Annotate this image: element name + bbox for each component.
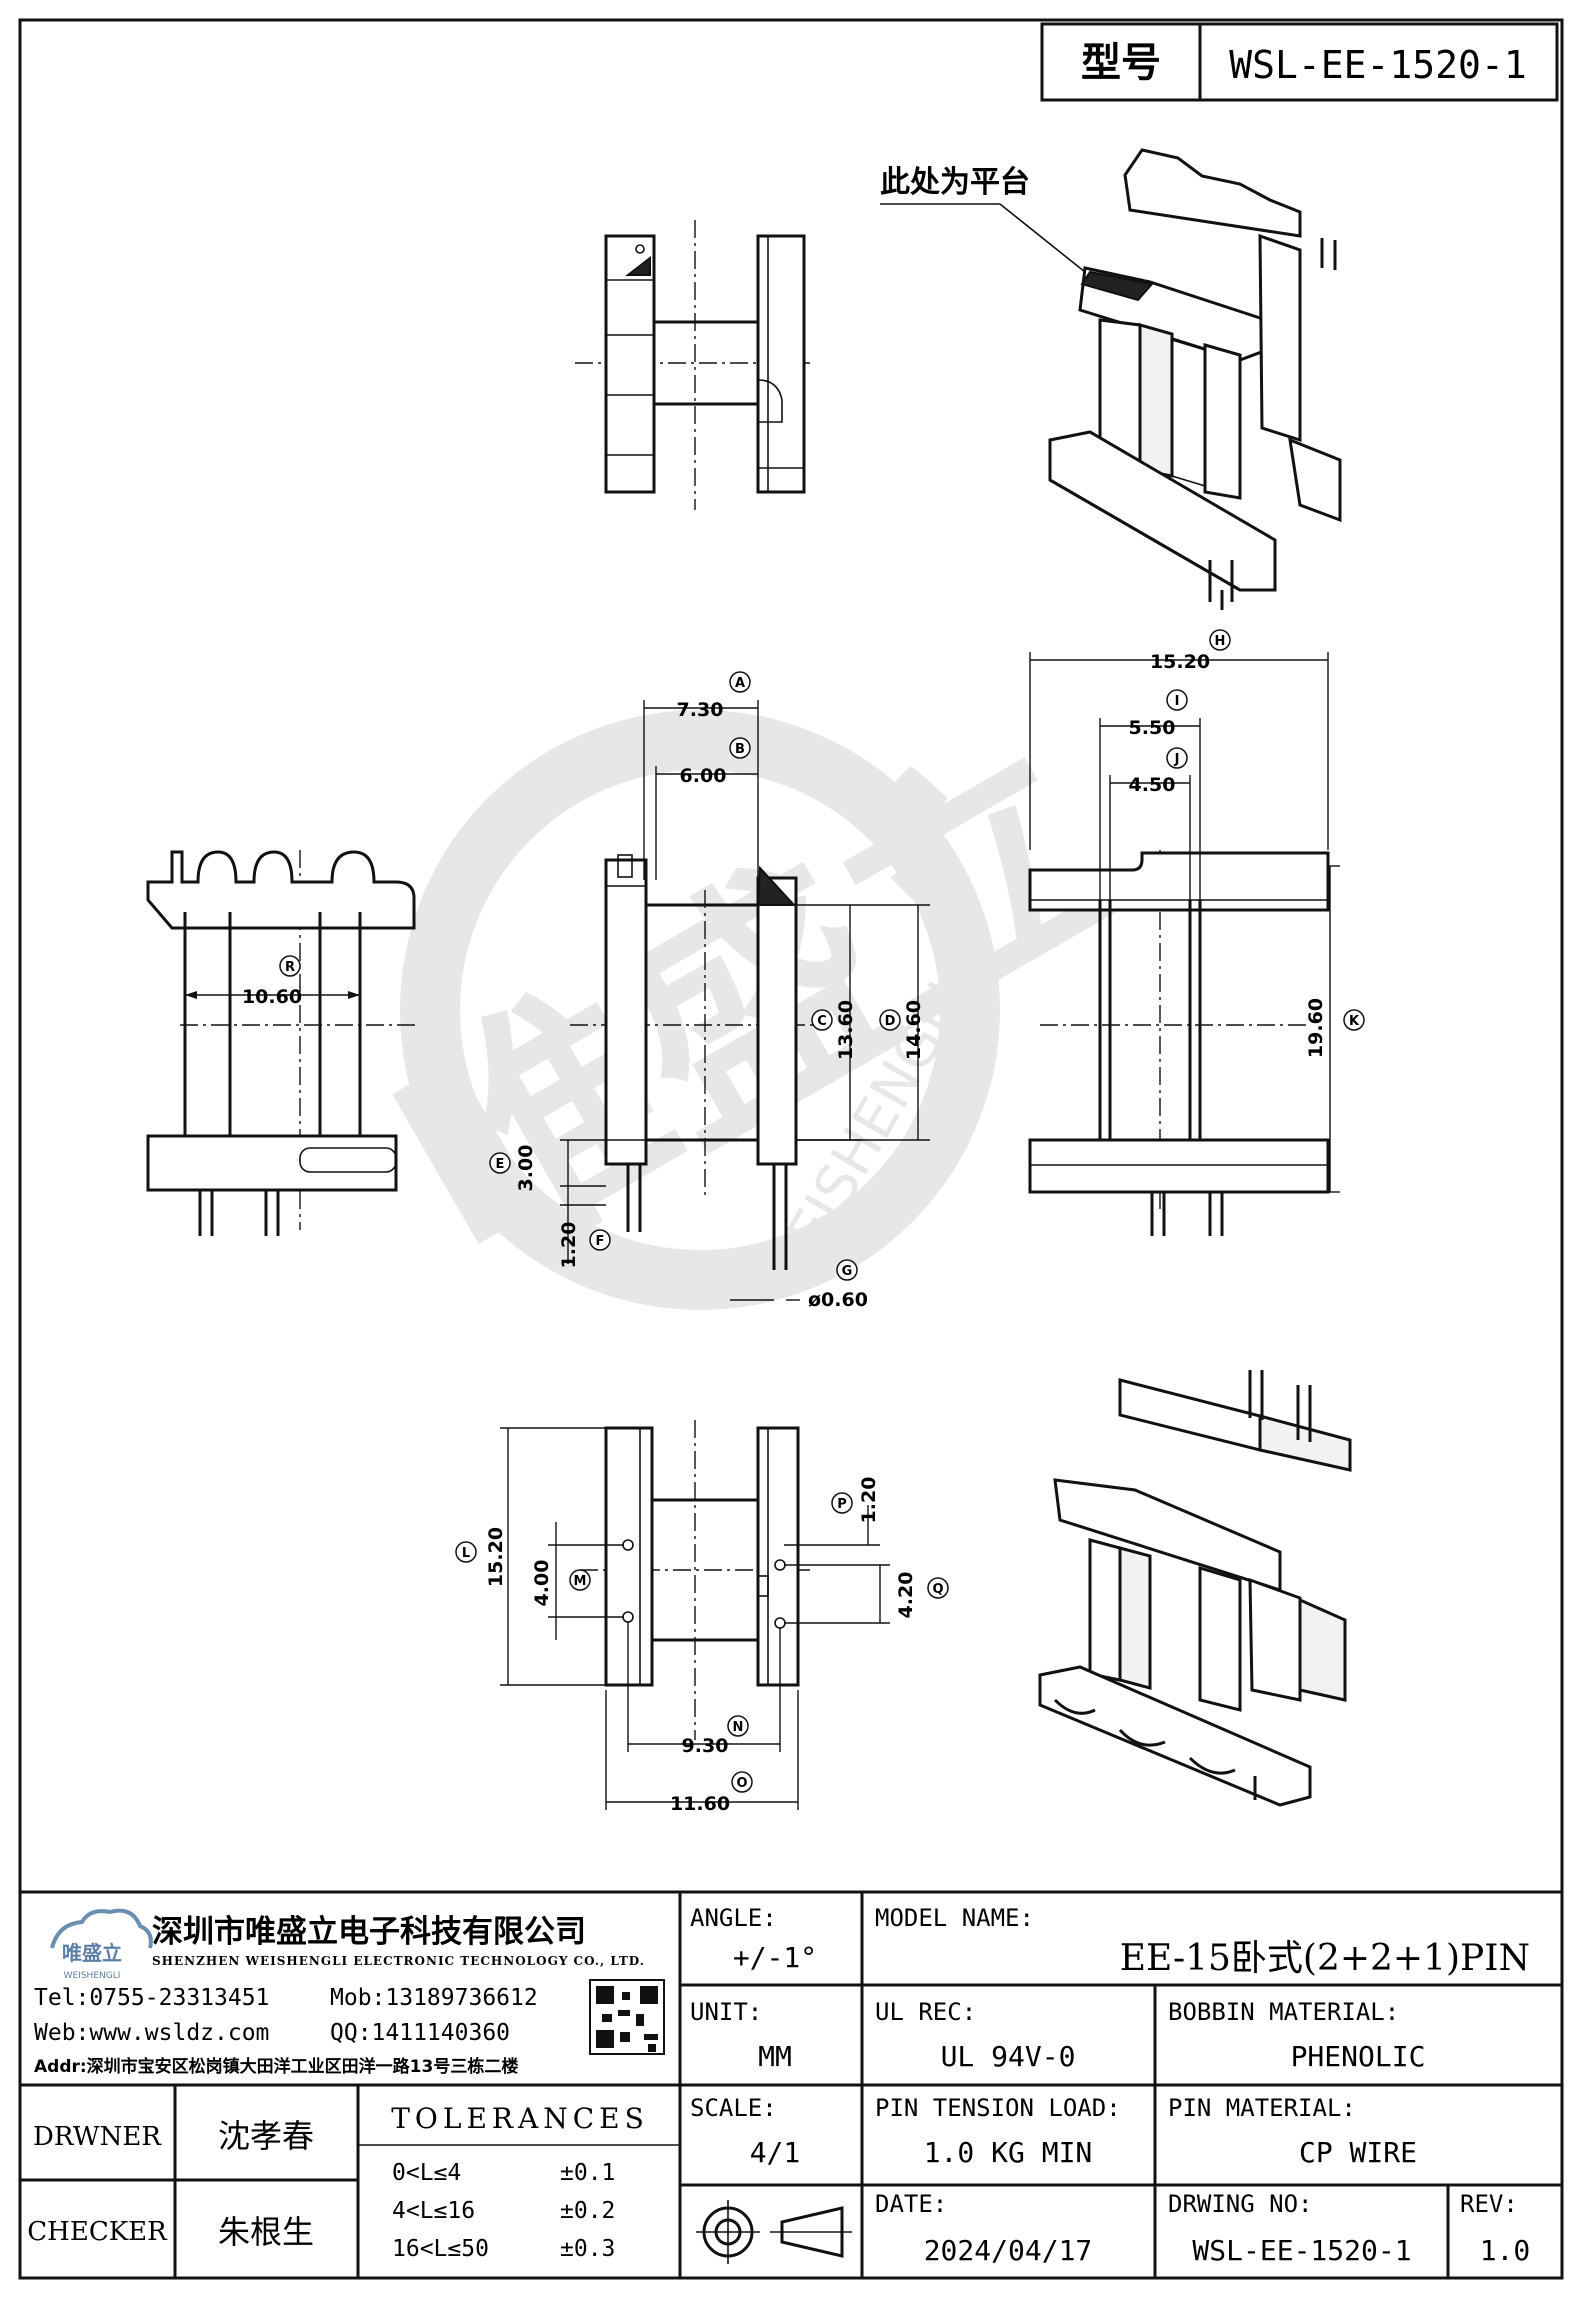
unit-value: MM: [758, 2040, 792, 2073]
model-value: WSL-EE-1520-1: [1229, 43, 1526, 87]
company-name-en: SHENZHEN WEISHENGLI ELECTRONIC TECHNOLOG…: [152, 1954, 645, 1968]
dim-label-m: M: [574, 1574, 587, 1589]
company-address: Addr:深圳市宝安区松岗镇大田洋工业区田洋一路13号三栋二楼: [34, 2056, 518, 2077]
dim-value-h: 15.20: [1150, 651, 1210, 673]
dim-label-f: F: [596, 1234, 605, 1249]
rev-label: REV:: [1460, 2190, 1518, 2218]
dim-value-f: 1.20: [558, 1222, 580, 1269]
dim-value-b: 6.00: [680, 765, 727, 787]
isometric-view-bottom: [1038, 1370, 1352, 1807]
dim-value-a: 7.30: [677, 699, 724, 721]
dim-label-n: N: [733, 1720, 744, 1735]
top-side-view: [575, 220, 810, 510]
model-header: 型号 WSL-EE-1520-1: [1040, 22, 1559, 102]
dim-label-h: H: [1215, 634, 1226, 649]
dim-value-c: 13.60: [835, 1000, 857, 1060]
dim-label-q: Q: [932, 1582, 943, 1597]
company-tel: Tel:0755-23313451: [34, 1985, 269, 2011]
dim-label-d: D: [885, 1014, 896, 1029]
dim-label-p: P: [837, 1497, 847, 1512]
dim-label-l: L: [462, 1546, 470, 1561]
scale-label: SCALE:: [690, 2094, 777, 2122]
tolerances-label: TOLERANCES: [391, 2102, 649, 2135]
pin-tension-value: 1.0 KG MIN: [924, 2136, 1093, 2169]
drawing-no-label: DRWING NO:: [1168, 2190, 1313, 2218]
ul-value: UL 94V-0: [941, 2040, 1076, 2073]
dim-label-c: C: [817, 1014, 827, 1029]
dim-value-q: 4.20: [895, 1572, 917, 1619]
end-view: 15.20 H 5.50 I 4.50 J 19.60 K: [1028, 629, 1365, 1236]
isometric-view-top: [1048, 148, 1342, 610]
dim-label-i: I: [1175, 694, 1180, 709]
drawer-value: 沈孝春: [218, 2117, 314, 2155]
drawing-no-value: WSL-EE-1520-1: [1192, 2234, 1411, 2267]
dim-label-k: K: [1349, 1014, 1360, 1029]
tolerance-value-2: ±0.2: [560, 2198, 615, 2224]
dim-value-g: ø0.60: [808, 1289, 868, 1311]
company-mob: Mob:13189736612: [330, 1985, 538, 2011]
dim-value-d: 14.60: [903, 1000, 925, 1060]
company-web: Web:www.wsldz.com: [34, 2020, 269, 2046]
dim-label-o: O: [736, 1776, 747, 1791]
drawer-label: DRWNER: [33, 2122, 162, 2152]
projection-symbol: [696, 2200, 852, 2264]
company-logo: 唯盛立 WEISHENGLI: [50, 1908, 153, 1981]
model-name-value: EE-15卧式(2+2+1)PIN: [1120, 1938, 1530, 1979]
tolerance-range-3: 16<L≤50: [392, 2236, 489, 2262]
model-name-label: MODEL NAME:: [875, 1904, 1034, 1932]
dim-value-i: 5.50: [1129, 717, 1176, 739]
dim-label-g: G: [842, 1264, 853, 1279]
dim-value-k: 19.60: [1305, 998, 1327, 1058]
dim-value-j: 4.50: [1129, 774, 1176, 796]
bottom-view: 15.20 L 4.00 M 1.20 P 4.20 Q 9.30 N 11.6: [455, 1420, 949, 1815]
section-view: 7.30 A 6.00 B 13.60 C 14.60 D 3.00 E 1.2…: [489, 671, 930, 1311]
tolerance-value-1: ±0.1: [560, 2160, 615, 2186]
company-name-cn: 深圳市唯盛立电子科技有限公司: [152, 1914, 586, 1950]
qr-code: [589, 1979, 665, 2055]
ul-label: UL REC:: [875, 1998, 976, 2026]
front-view: 10.60 R: [146, 850, 420, 1236]
tolerance-value-3: ±0.3: [560, 2236, 615, 2262]
dim-value-o: 11.60: [670, 1793, 730, 1815]
platform-note: 此处为平台: [880, 165, 1030, 200]
dim-value-n: 9.30: [682, 1735, 729, 1757]
checker-label: CHECKER: [27, 2217, 168, 2247]
dim-label-r: R: [285, 960, 295, 975]
title-block: 唯盛立 WEISHENGLI 深圳市唯盛立电子科技有限公司 SHENZHEN W…: [18, 1890, 1564, 2280]
date-value: 2024/04/17: [924, 2234, 1093, 2267]
tolerance-range-1: 0<L≤4: [392, 2160, 461, 2186]
dim-label-b: B: [735, 742, 745, 757]
dim-label-a: A: [735, 676, 745, 691]
dim-label-j: J: [1174, 752, 1180, 767]
scale-value: 4/1: [750, 2136, 801, 2169]
model-label: 型号: [1081, 40, 1161, 86]
unit-label: UNIT:: [690, 1998, 762, 2026]
angle-value: +/-1°: [733, 1941, 817, 1974]
logo-text: 唯盛立: [62, 1941, 122, 1965]
dim-value-p: 1.20: [858, 1477, 880, 1524]
dim-value-l: 15.20: [485, 1527, 507, 1587]
dim-value-m: 4.00: [531, 1560, 553, 1607]
dim-value-e: 3.00: [515, 1145, 537, 1192]
angle-label: ANGLE:: [690, 1904, 777, 1932]
date-label: DATE:: [875, 2190, 947, 2218]
pin-tension-label: PIN TENSION LOAD:: [875, 2094, 1121, 2122]
company-qq: QQ:1411140360: [330, 2020, 510, 2046]
tolerance-range-2: 4<L≤16: [392, 2198, 475, 2224]
pin-material-label: PIN MATERIAL:: [1168, 2094, 1356, 2122]
checker-value: 朱根生: [218, 2213, 314, 2251]
logo-sub: WEISHENGLI: [64, 1971, 121, 1981]
dim-value-r: 10.60: [242, 986, 302, 1008]
bobbin-material-value: PHENOLIC: [1291, 2040, 1426, 2073]
dim-label-e: E: [496, 1157, 505, 1172]
bobbin-material-label: BOBBIN MATERIAL:: [1168, 1998, 1399, 2026]
pin-material-value: CP WIRE: [1299, 2136, 1417, 2169]
rev-value: 1.0: [1480, 2234, 1531, 2267]
